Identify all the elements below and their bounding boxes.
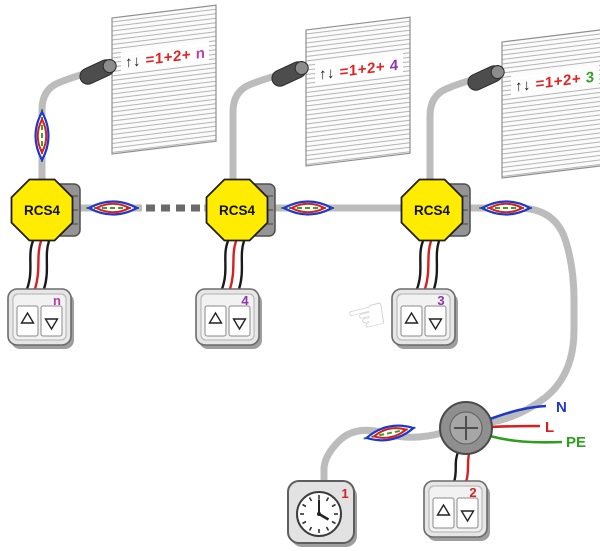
motor-cable-2 — [229, 70, 288, 190]
junction-box — [439, 401, 493, 455]
wall-switch-3: 3 — [391, 288, 459, 350]
earth-label: PE — [566, 434, 586, 451]
cable-marker-riser-icon — [34, 107, 50, 165]
cable-marker-bus2-icon — [279, 200, 337, 216]
formula-label-bg — [511, 64, 599, 97]
wire-black — [42, 240, 51, 290]
tubular-motor-2-icon — [271, 61, 309, 87]
timer-number: 1 — [341, 486, 348, 501]
roller-shutter-1: ↑↓ =1+2+ n — [111, 4, 217, 155]
junction-cross-icon — [454, 416, 478, 440]
shutter-panel — [305, 16, 411, 167]
earth-wire — [489, 434, 563, 444]
formula-label-bg — [121, 40, 209, 73]
wire-black — [415, 240, 425, 290]
tubular-motors — [79, 59, 505, 91]
wire-black — [237, 240, 246, 290]
switch-drop-wires — [25, 240, 472, 483]
roller-shutter-3: ↑↓ =1+2+ 3 — [501, 28, 600, 179]
updown-arrows-icon: ↑↓ — [319, 64, 335, 83]
cable-marker-bus3-icon — [477, 200, 535, 216]
updown-arrows-icon: ↑↓ — [515, 76, 531, 95]
cable-to-timer — [320, 426, 446, 485]
wire-black — [25, 240, 35, 290]
wire-black — [452, 449, 461, 483]
bus-dash-gap — [142, 201, 204, 215]
mains-wires — [489, 404, 563, 444]
neutral-label: N — [556, 399, 567, 416]
wall-switch-4: 4 — [195, 288, 263, 350]
wire-black — [220, 240, 230, 290]
switch-number: 2 — [469, 485, 476, 500]
roller-shutter-2: ↑↓ =1+2+ 4 — [305, 16, 411, 167]
motor-cable-1 — [38, 68, 96, 190]
rcs4-module-1: RCS4 — [10, 178, 81, 242]
line-wire — [490, 424, 541, 429]
wire-black — [432, 240, 441, 290]
shutter-panel — [111, 4, 217, 155]
shutter-panel — [501, 28, 600, 179]
updown-arrows-icon: ↑↓ — [125, 52, 141, 71]
timer-switch: 1 — [287, 480, 357, 547]
line-label: L — [545, 419, 554, 436]
module-label: RCS4 — [24, 203, 61, 218]
wall-switch-2: 2 — [423, 480, 491, 542]
tubular-motor-3-icon — [467, 65, 505, 91]
bus-cable-to-junction — [458, 204, 578, 426]
clock-ticks — [300, 495, 338, 533]
switch-number: n — [53, 293, 61, 308]
rcs4-module-2: RCS4 — [205, 178, 276, 242]
wire-red — [228, 240, 238, 290]
wire-red — [33, 240, 43, 290]
module-label: RCS4 — [219, 203, 256, 218]
cable-marker-bus1-icon — [84, 200, 142, 216]
wire-red — [423, 240, 433, 290]
shutter-formula-1: ↑↓ =1+2+ n — [125, 45, 205, 72]
module-label: RCS4 — [414, 203, 451, 218]
switch-number: 3 — [437, 293, 444, 308]
wall-switch-n: n — [7, 288, 75, 350]
hand-sketch-icon: ☜ — [341, 286, 394, 346]
switch-number: 4 — [241, 293, 249, 308]
rcs4-module-3: RCS4 — [400, 178, 471, 242]
neutral-wire — [489, 404, 547, 421]
tubular-motor-1-icon — [79, 59, 117, 85]
formula-label-bg — [315, 52, 403, 85]
shutter-formula-3: ↑↓ =1+2+ 3 — [515, 69, 595, 96]
shutter-formula-2: ↑↓ =1+2+ 4 — [319, 57, 399, 84]
motor-cable-3 — [426, 74, 484, 190]
